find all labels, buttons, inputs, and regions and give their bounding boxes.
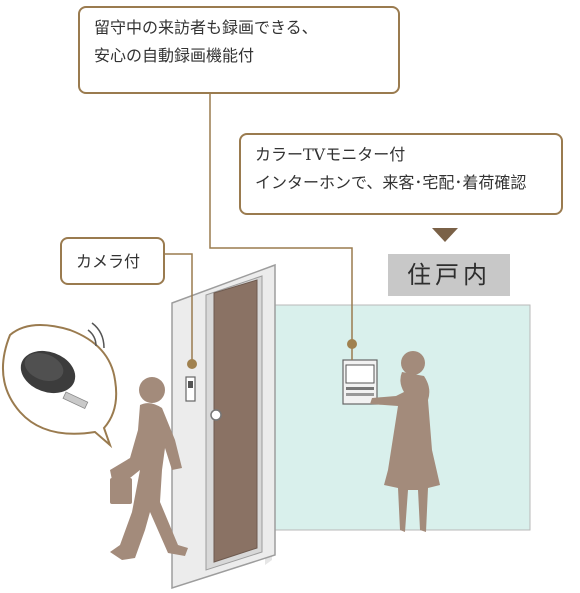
camera-callout-label: カメラ付 [76, 252, 141, 271]
monitor-callout-line1: カラーTVモニター付 [255, 145, 406, 164]
key-fob-icon [20, 350, 89, 410]
door-camera-lens [188, 381, 193, 388]
door-panel [213, 279, 258, 563]
monitor-marker-dot [347, 339, 357, 349]
signal-waves-icon [87, 322, 105, 349]
monitor-callout: カラーTVモニター付 インターホンで、来客･宅配･着荷確認 [239, 133, 563, 215]
recording-callout-line1: 留守中の来訪者も録画できる、 [94, 18, 318, 37]
resident-silhouette [370, 351, 440, 532]
camera-leader-line [165, 253, 193, 362]
intercom-screen [345, 364, 375, 384]
door-handle-icon [210, 409, 222, 421]
recording-callout: 留守中の来訪者も録画できる、 安心の自動録画機能付 [78, 6, 400, 94]
recording-leader-line [209, 94, 353, 360]
recording-callout-line2: 安心の自動録画機能付 [94, 46, 255, 65]
indoor-label: 住戸内 [388, 254, 510, 296]
monitor-callout-line2: インターホンで、来客･宅配･着荷確認 [255, 173, 527, 192]
camera-callout: カメラ付 [60, 237, 165, 285]
intercom-buttons [346, 387, 374, 390]
down-arrow-icon [432, 228, 458, 242]
intercom-buttons-2 [346, 393, 374, 396]
door-camera-unit [185, 376, 196, 402]
visitor-silhouette [110, 377, 188, 560]
camera-marker-dot [187, 359, 197, 369]
